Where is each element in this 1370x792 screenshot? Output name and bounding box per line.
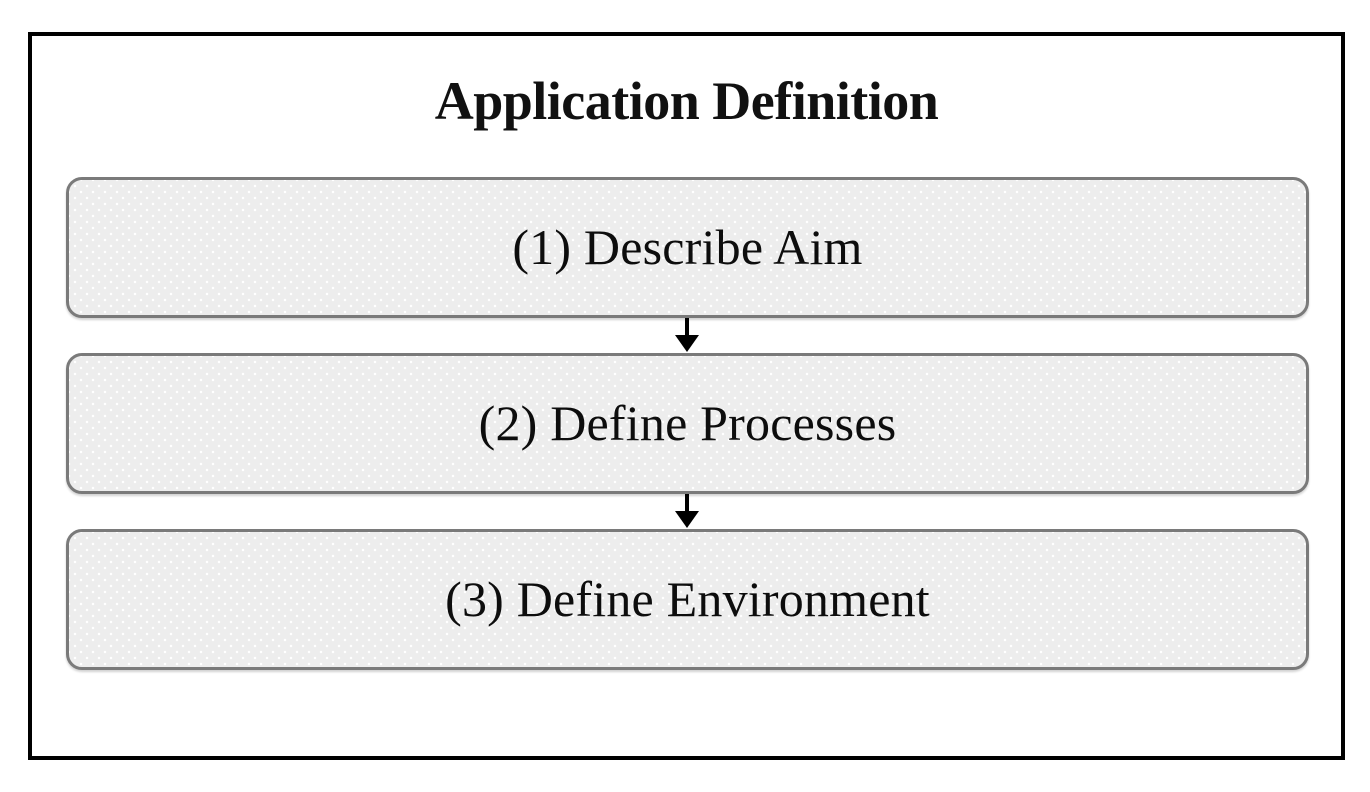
step-box-label-1: (1) Describe Aim	[512, 218, 863, 275]
step-box-label-2: (2) Define Processes	[478, 394, 897, 451]
step-box-define-environment[interactable]: (3) Define Environment	[66, 529, 1309, 670]
diagram-title: Application Definition	[434, 71, 939, 131]
step-box-define-processes[interactable]: (2) Define Processes	[66, 353, 1309, 494]
application-definition-frame: Application Definition (1) Describe Aim …	[28, 32, 1345, 760]
down-arrow-icon-step2-to-step3	[32, 494, 1341, 529]
down-arrow-icon-step1-to-step2	[32, 318, 1341, 353]
step-box-label-3: (3) Define Environment	[445, 570, 930, 627]
step-box-describe-aim[interactable]: (1) Describe Aim	[66, 177, 1309, 318]
